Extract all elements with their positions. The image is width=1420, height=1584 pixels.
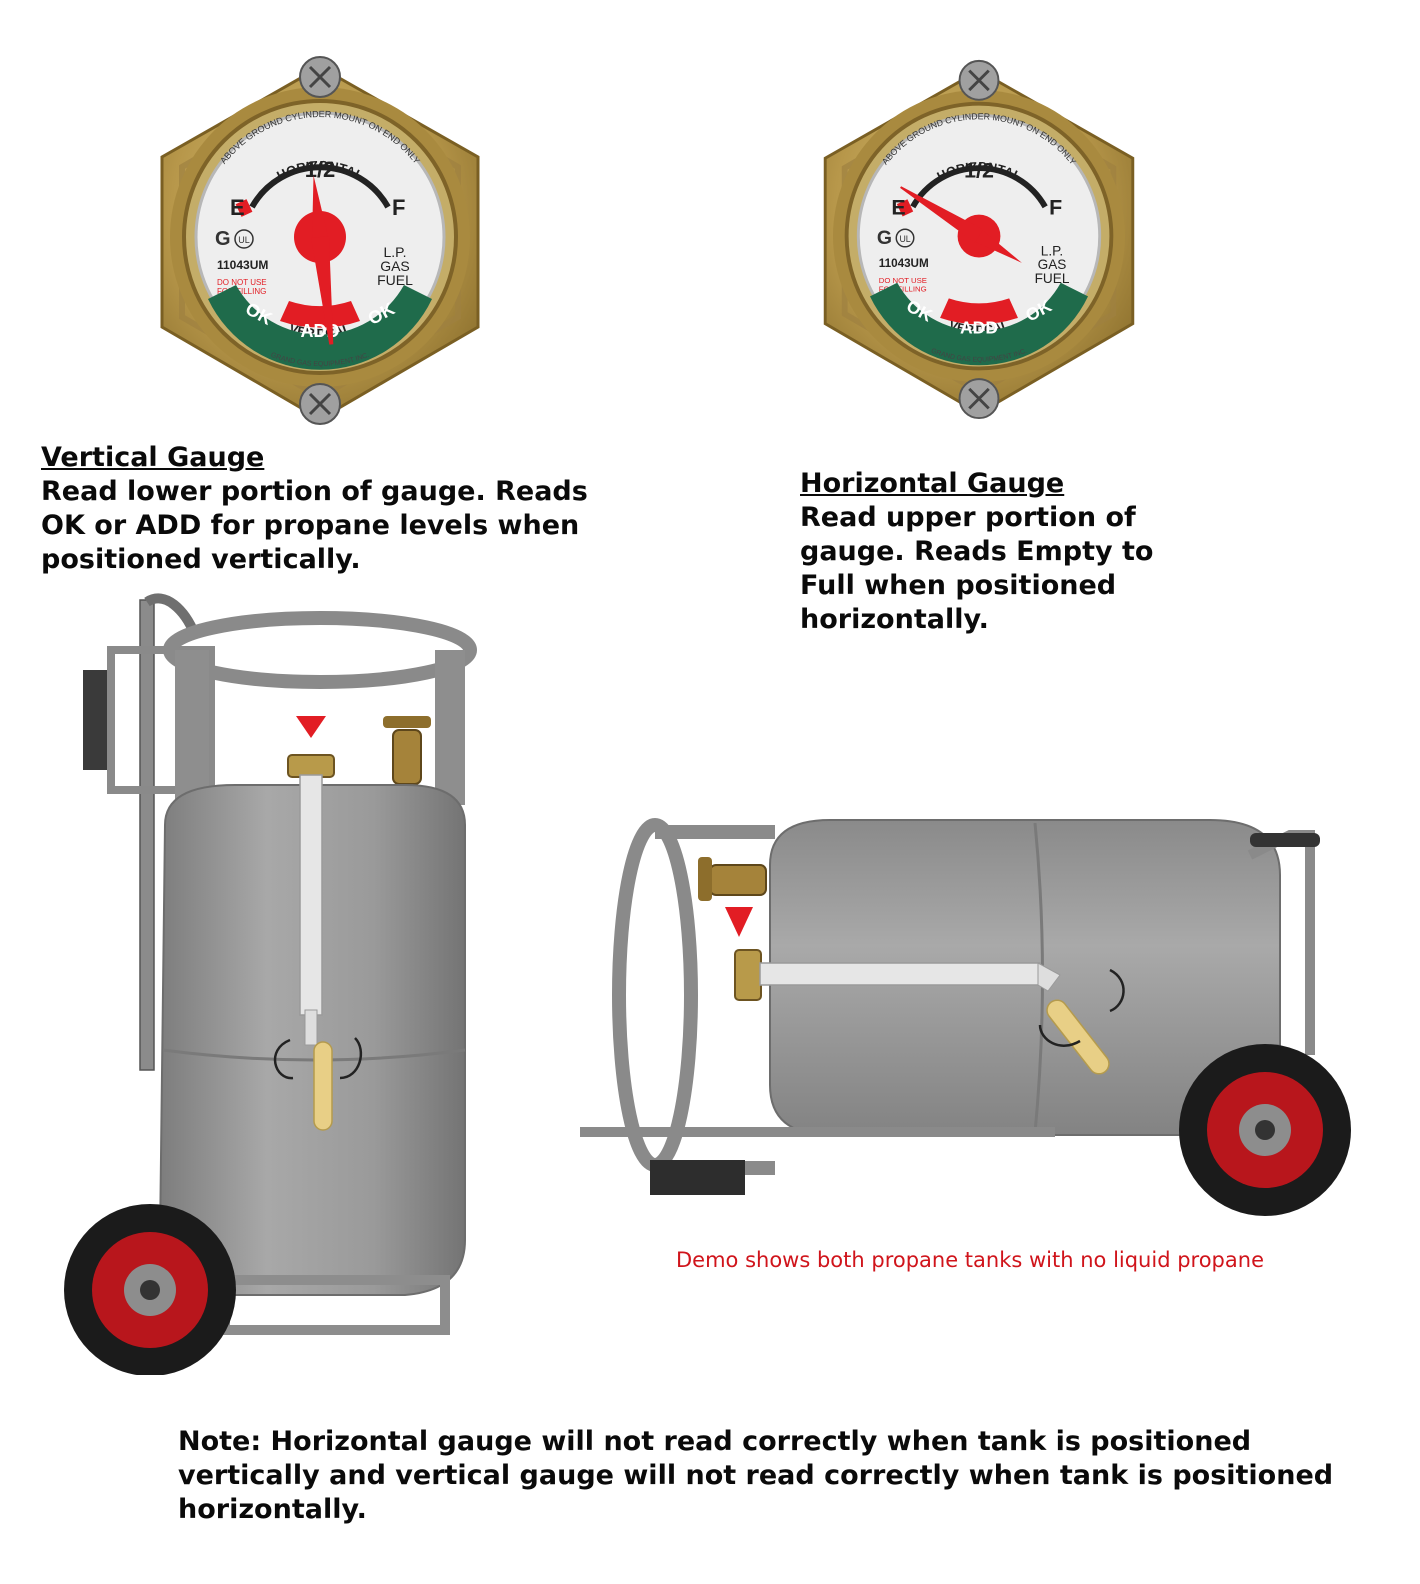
horizontal-gauge-photo: ABOVE GROUND CYLINDER MOUNT ON END ONLY … (823, 59, 1135, 420)
svg-text:G: G (877, 227, 892, 249)
svg-text:UL: UL (899, 234, 910, 244)
screw-icon (299, 56, 341, 98)
svg-text:G: G (215, 228, 231, 250)
service-valve-icon (383, 716, 431, 785)
screw-icon (958, 378, 1000, 420)
gauge-add-label: ADD (301, 321, 340, 341)
gauge-needle (294, 175, 346, 345)
ul-logo-icon: G UL (877, 227, 915, 249)
gauge-valve-icon (287, 716, 335, 778)
gauge-warning-line1: DO NOT USE (879, 276, 927, 285)
screw-icon (299, 383, 341, 425)
gauge-fuel-line3: FUEL (377, 272, 413, 288)
wheel-icon (1179, 1044, 1351, 1216)
vertical-gauge-heading: Vertical Gauge (41, 442, 265, 473)
horizontal-tank-illustration (580, 818, 1351, 1216)
svg-text:UL: UL (238, 235, 250, 245)
gauge-needle (900, 186, 1022, 263)
rotation-arrow-icon (1109, 968, 1125, 1013)
red-arrow-icon (296, 716, 326, 738)
wheel-icon (64, 1204, 236, 1375)
rotation-arrow-icon (273, 1038, 294, 1080)
gauge-fuel-line2: GAS (380, 258, 410, 274)
horizontal-gauge-heading: Horizontal Gauge (800, 468, 1065, 499)
gauge-add-label: ADD (960, 317, 998, 337)
horizontal-gauge-description: Read upper portion of gauge. Reads Empty… (800, 502, 1154, 635)
gauge-empty-label: E (891, 196, 905, 220)
note-text: Note: Horizontal gauge will not read cor… (178, 1426, 1334, 1525)
gauge-full-label: F (1049, 196, 1062, 220)
gauge-empty-label: E (230, 195, 245, 220)
gauge-valve-icon (734, 949, 762, 1001)
vertical-gauge-photo: ABOVE GROUND CYLINDER MOUNT ON END ONLY … (160, 56, 480, 425)
rotation-arrow-icon (339, 1037, 363, 1080)
gauge-fuel-line2: GAS (1038, 257, 1067, 272)
float-icon (1046, 999, 1110, 1075)
float-icon (313, 1041, 333, 1131)
red-arrow-icon (725, 907, 753, 937)
gauge-full-label: F (392, 195, 405, 220)
gauge-warning-line1: DO NOT USE (217, 278, 267, 287)
demo-caption: Demo shows both propane tanks with no li… (676, 1248, 1264, 1272)
ul-logo-icon: G UL (215, 228, 254, 250)
rotation-arrow-icon (1038, 1024, 1081, 1047)
gauge-fuel-line3: FUEL (1035, 271, 1070, 286)
gauge-model-number: 11043UM (217, 258, 268, 272)
screw-icon (958, 59, 1000, 101)
gauge-fuel-line1: L.P. (1041, 244, 1063, 259)
gauge-warning-line2: FOR FILLING (879, 285, 927, 294)
gauge-model-number: 11043UM (879, 257, 929, 270)
vertical-gauge-description: Read lower portion of gauge. Reads OK or… (41, 476, 588, 575)
gauge-fuel-line1: L.P. (383, 244, 406, 260)
vertical-tank-illustration (64, 593, 477, 1375)
service-valve-icon (698, 857, 767, 901)
gauge-warning-line2: FOR FILLING (217, 287, 266, 296)
